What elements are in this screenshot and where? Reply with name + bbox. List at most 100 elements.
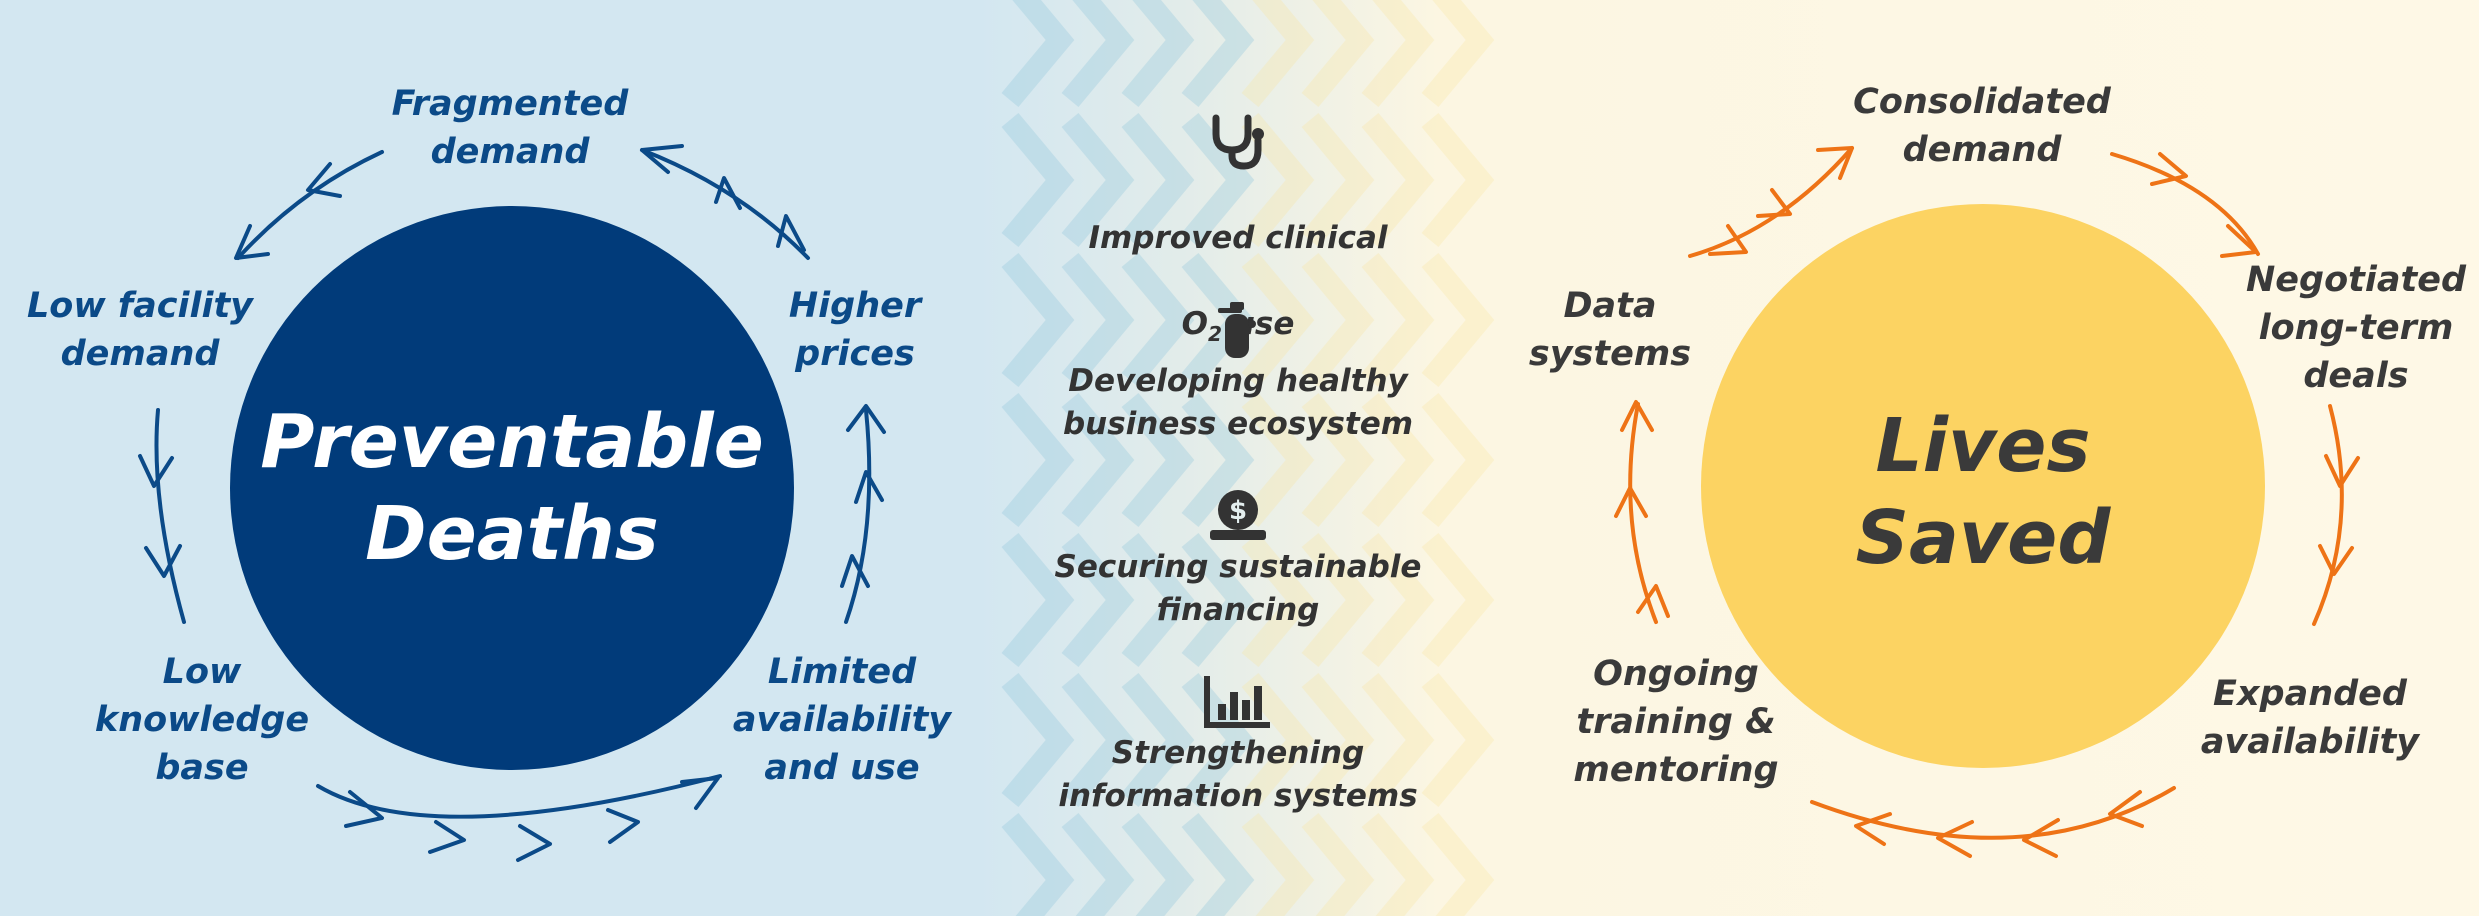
label-low-knowledge-base: Low knowledge base: [94, 652, 310, 788]
chevron-decoration: [1421, 532, 1495, 668]
chevron-decoration: [1001, 112, 1075, 248]
label-strengthening-systems: Strengthening information systems: [1058, 735, 1418, 814]
chevron-decoration: [1361, 812, 1435, 916]
arrow-lowknowledge-to-limited: [316, 774, 722, 819]
dollar-glyph: $: [1229, 496, 1247, 526]
chevron-decoration: [1121, 392, 1195, 528]
arrowhead: [144, 544, 182, 578]
chevron-decoration: [1001, 0, 1075, 108]
left-cycle-arrows: [138, 144, 886, 862]
arrowhead: [2022, 818, 2060, 858]
o2-subscript: 2: [1208, 322, 1223, 347]
chevron-decoration: [1061, 532, 1135, 668]
arrowhead: [2318, 544, 2354, 576]
chevron-decoration: [1301, 252, 1375, 388]
arrowhead: [2220, 224, 2258, 258]
arrowhead: [680, 776, 720, 810]
arrowhead: [1620, 400, 1654, 432]
chevron-decoration: [1421, 812, 1495, 916]
chevron-decoration: [1001, 672, 1075, 808]
label-low-facility-demand: Low facility demand: [27, 286, 253, 374]
chevron-decoration: [1241, 532, 1315, 668]
chevron-decoration: [1421, 0, 1495, 108]
arrow-negotiated-to-expanded: [2312, 404, 2344, 626]
chevron-decoration: [1361, 0, 1435, 108]
right-circle-title: Lives Saved: [1855, 403, 2111, 581]
chevron-decoration: [1301, 812, 1375, 916]
chevron-decoration: [1301, 392, 1375, 528]
chevron-decoration: [1121, 0, 1195, 108]
label-data-systems: Data systems: [1528, 286, 1692, 374]
label-consolidated-demand: Consolidated demand: [1853, 82, 2111, 170]
arrowhead: [854, 470, 884, 504]
arrowhead: [640, 144, 684, 174]
arrowhead: [2150, 152, 2188, 186]
chevron-decoration: [1121, 532, 1195, 668]
chevron-decoration: [1361, 252, 1435, 388]
chevron-decoration: [1301, 112, 1375, 248]
chevron-decoration: [1001, 812, 1075, 916]
bar-chart-icon: [1204, 676, 1270, 728]
chevron-decoration: [1121, 672, 1195, 808]
arrowhead: [1614, 486, 1648, 518]
arrow-limited-to-higher: [844, 408, 872, 624]
left-circle: [230, 206, 794, 770]
arrowhead: [1756, 188, 1792, 218]
arrowhead: [840, 554, 870, 588]
chevron-decoration: [1061, 392, 1135, 528]
chevron-decoration: [1421, 112, 1495, 248]
chevron-decoration: [1241, 252, 1315, 388]
chevron-decoration: [1241, 672, 1315, 808]
chevron-decoration: [1301, 672, 1375, 808]
chevron-decoration: [1301, 0, 1375, 108]
chevron-decoration: [1241, 392, 1315, 528]
arrow-data-to-consolidated: [1688, 146, 1854, 258]
chevron-decoration: [1121, 252, 1195, 388]
chevron-decoration: [1181, 812, 1255, 916]
chevron-decoration: [1421, 672, 1495, 808]
chevron-decoration: [1361, 672, 1435, 808]
label-ongoing-training: Ongoing training & mentoring: [1573, 654, 1779, 790]
arrowhead: [428, 820, 466, 854]
label-expanded-availability: Expanded availability: [2200, 674, 2420, 762]
oxygen-cylinder-icon: [1218, 302, 1256, 358]
arrowhead: [1816, 146, 1854, 180]
chevron-decoration: [1301, 532, 1375, 668]
arrowhead: [1936, 820, 1974, 858]
arrowhead: [344, 790, 384, 828]
arrowhead: [846, 404, 886, 434]
arrowhead: [516, 824, 552, 862]
stethoscope-icon: [1212, 114, 1264, 170]
chevron-decoration: [1421, 252, 1495, 388]
chevron-decoration: [1361, 392, 1435, 528]
label-fragmented-demand: Fragmented demand: [391, 84, 629, 172]
chevron-decoration: [1241, 0, 1315, 108]
arrow-consolidated-to-negotiated: [2110, 152, 2260, 256]
chevron-decoration: [1361, 112, 1435, 248]
o2-main: O: [1181, 306, 1208, 342]
label-negotiated-deals: Negotiated long-term deals: [2246, 260, 2466, 396]
arrowhead: [606, 808, 640, 844]
label-securing-financing: Securing sustainable financing: [1054, 549, 1422, 628]
label-improved-clinical-use: Improved clinical O2 use: [1028, 174, 1448, 356]
chevron-decoration: [1181, 392, 1255, 528]
chevron-decoration: [1121, 812, 1195, 916]
chevron-decoration: [1181, 112, 1255, 248]
arrowhead: [714, 176, 742, 210]
arrowhead: [2324, 454, 2360, 488]
money-bag-icon: $: [1210, 490, 1266, 540]
chevron-decoration: [1061, 672, 1135, 808]
label-developing-ecosystem: Developing healthy business ecosystem: [1062, 363, 1414, 442]
arrowhead: [776, 214, 806, 252]
arrowhead: [2108, 790, 2144, 828]
arrowhead: [234, 224, 270, 260]
left-circle-title: Preventable Deaths: [260, 399, 764, 577]
label-limited-availability: Limited availability and use: [732, 652, 952, 788]
chevron-decoration: [1121, 112, 1195, 248]
chevron-decoration: [1001, 252, 1075, 388]
chevron-decoration: [1421, 392, 1495, 528]
arrow-expanded-to-ongoing: [1810, 786, 2176, 840]
arrowhead: [1854, 812, 1892, 846]
